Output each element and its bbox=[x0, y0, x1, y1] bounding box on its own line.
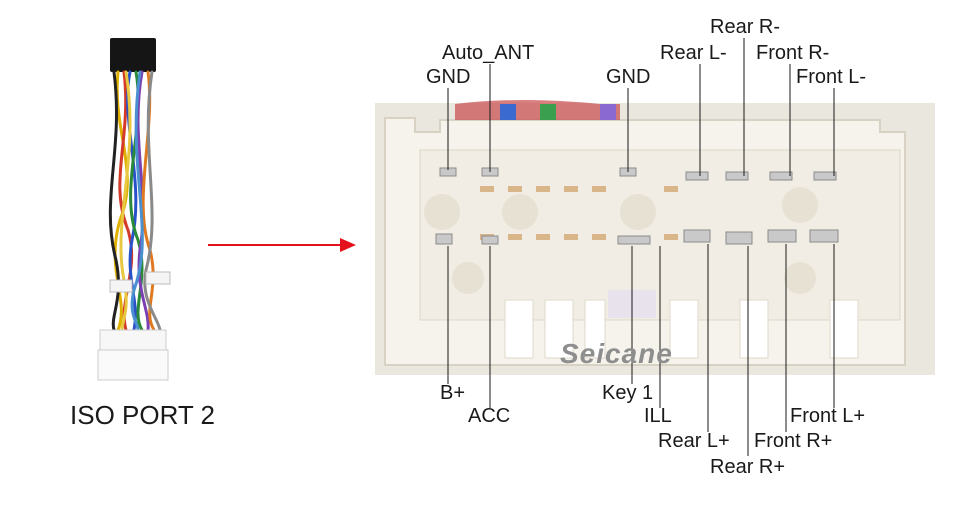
harness-plug-top bbox=[110, 38, 156, 72]
harness-plug-bottom bbox=[99, 329, 167, 351]
brand-watermark: Seicane bbox=[560, 338, 673, 369]
pin-label-rear-r-minus: Rear R- bbox=[710, 16, 781, 38]
wire-tag bbox=[145, 271, 171, 285]
harness-title: ISO PORT 2 bbox=[70, 400, 215, 430]
pin-label-front-r-minus: Front R- bbox=[756, 42, 830, 64]
pin-label-gnd-left: GND bbox=[426, 66, 471, 88]
pin-label-b-plus: B+ bbox=[440, 382, 466, 404]
pin-label-key-1: Key 1 bbox=[602, 382, 654, 404]
pin-label-auto-ant: Auto_ANT bbox=[442, 42, 535, 64]
leader-lines bbox=[447, 38, 835, 456]
pin-label-front-r-plus: Front R+ bbox=[754, 430, 833, 452]
wire-harness-image bbox=[97, 38, 171, 381]
pin-label-rear-r-plus: Rear R+ bbox=[710, 456, 786, 478]
pin-label-acc: ACC bbox=[468, 405, 511, 427]
pin-label-front-l-plus: Front L+ bbox=[790, 405, 866, 427]
wire-tag bbox=[109, 279, 133, 293]
pin-label-ill: ILL bbox=[644, 405, 672, 427]
pin-label-rear-l-minus: Rear L- bbox=[660, 42, 727, 64]
arrow-icon bbox=[208, 238, 356, 252]
pin-label-front-l-minus: Front L- bbox=[796, 66, 867, 88]
connector-photo bbox=[375, 100, 935, 375]
harness-plug-label bbox=[97, 349, 169, 381]
pin-label-gnd-right: GND bbox=[606, 66, 651, 88]
pin-label-rear-l-plus: Rear L+ bbox=[658, 430, 730, 452]
